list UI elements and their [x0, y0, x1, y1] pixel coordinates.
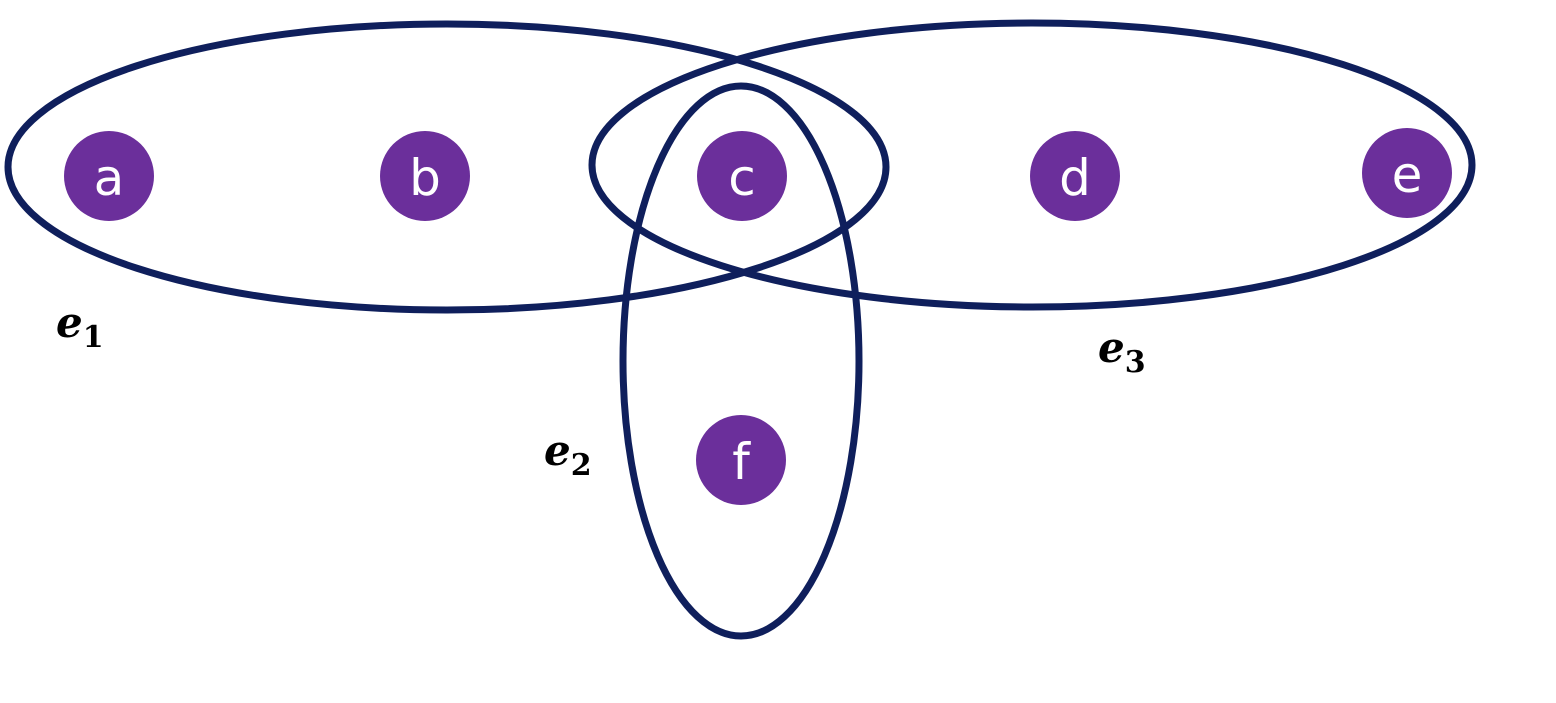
node-e-circle	[1362, 128, 1452, 218]
node-b-label: b	[409, 149, 441, 207]
hyperedge-e1-outline	[4, 20, 890, 314]
node-f: f	[696, 415, 786, 505]
node-a: a	[64, 131, 154, 221]
node-a-circle	[64, 131, 154, 221]
hyperedge-e3-label: e3	[1098, 323, 1146, 380]
node-d-label: d	[1059, 149, 1091, 207]
node-e: e	[1362, 128, 1452, 218]
node-d: d	[1030, 131, 1120, 221]
hyperedge-e1-label: e1	[56, 298, 104, 355]
node-b: b	[380, 131, 470, 221]
hyperedge-e3-outline	[588, 19, 1476, 311]
node-e-label: e	[1392, 146, 1423, 204]
node-c-circle	[697, 131, 787, 221]
node-f-label: f	[732, 433, 751, 491]
hyperedge-e2-label: e2	[544, 426, 592, 483]
node-f-circle	[696, 415, 786, 505]
node-c-label: c	[728, 149, 756, 207]
node-b-circle	[380, 131, 470, 221]
hyperedge-e2-outline	[619, 82, 863, 640]
node-c: c	[697, 131, 787, 221]
node-d-circle	[1030, 131, 1120, 221]
node-a-label: a	[94, 149, 125, 207]
